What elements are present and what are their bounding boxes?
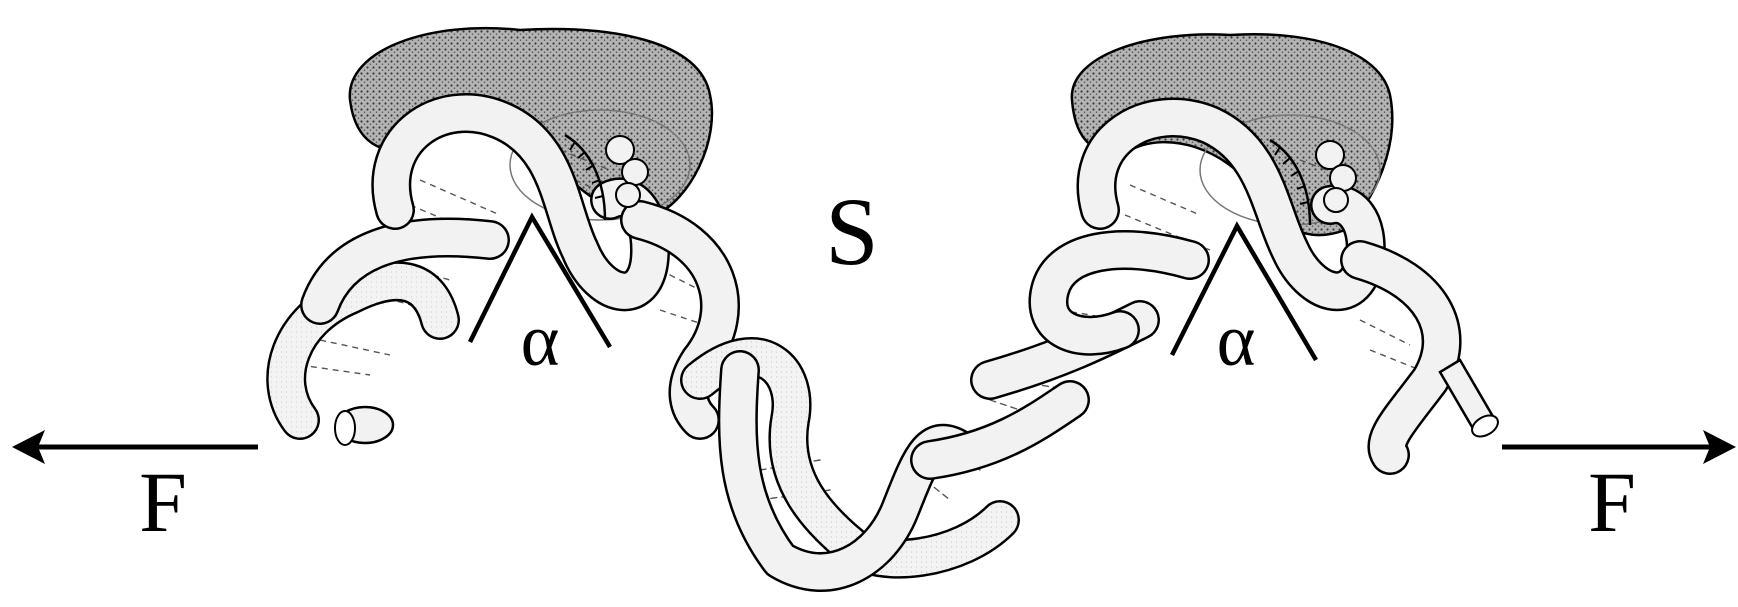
left-force-arrow (12, 430, 258, 464)
right-force-label: F (1588, 454, 1636, 550)
right-complex (1048, 34, 1501, 455)
right-angle-label: α (1217, 300, 1256, 382)
left-angle-label: α (521, 300, 560, 382)
center-dna (700, 320, 1140, 572)
left-force-label: F (139, 454, 187, 550)
strain-label: S (825, 178, 878, 285)
left-complex (286, 28, 720, 445)
